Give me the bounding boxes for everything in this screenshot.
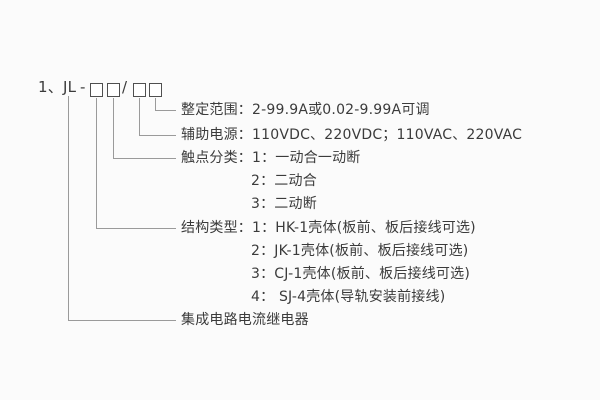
connector-vline-contact-type [113,98,114,159]
connector-vline-structure-type [96,98,97,229]
connector-hline-product-name [68,320,176,321]
connector-hline-contact-type [113,158,176,159]
model-slash: / [122,78,128,96]
digit-box-1 [90,83,103,97]
connector-vline-setting-range [155,98,156,111]
connector-hline-aux-power [139,135,176,136]
structure-type-heading: 结构类型：1：HK-1壳体(板前、板后接线可选) [181,220,476,236]
connector-vline-product-name [68,96,69,321]
digit-box-2 [107,83,120,97]
digit-box-3 [133,83,146,97]
structure-type-option-4: 4： SJ-4壳体(导轨安装前接线) [251,289,446,305]
digit-box-4 [149,83,162,97]
setting-range-label: 整定范围：2-99.9A或0.02-9.99A可调 [181,102,430,118]
aux-power-label: 辅助电源：110VDC、220VDC；110VAC、220VAC [181,127,523,143]
model-dash: - [80,78,86,96]
connector-vline-aux-power [139,98,140,136]
structure-type-option-3: 3：CJ-1壳体(板前、板后接线可选) [251,266,470,282]
structure-type-option-2: 2：JK-1壳体(板前、板后接线可选) [251,243,469,259]
contact-type-option-3: 3：二动断 [251,196,317,212]
model-prefix: 1、JL [38,78,77,96]
contact-type-heading: 触点分类：1：一动合一动断 [181,150,361,166]
product-name-label: 集成电路电流继电器 [181,312,309,328]
contact-type-option-2: 2：二动合 [251,173,317,189]
connector-hline-structure-type [96,228,176,229]
connector-hline-setting-range [155,110,176,111]
